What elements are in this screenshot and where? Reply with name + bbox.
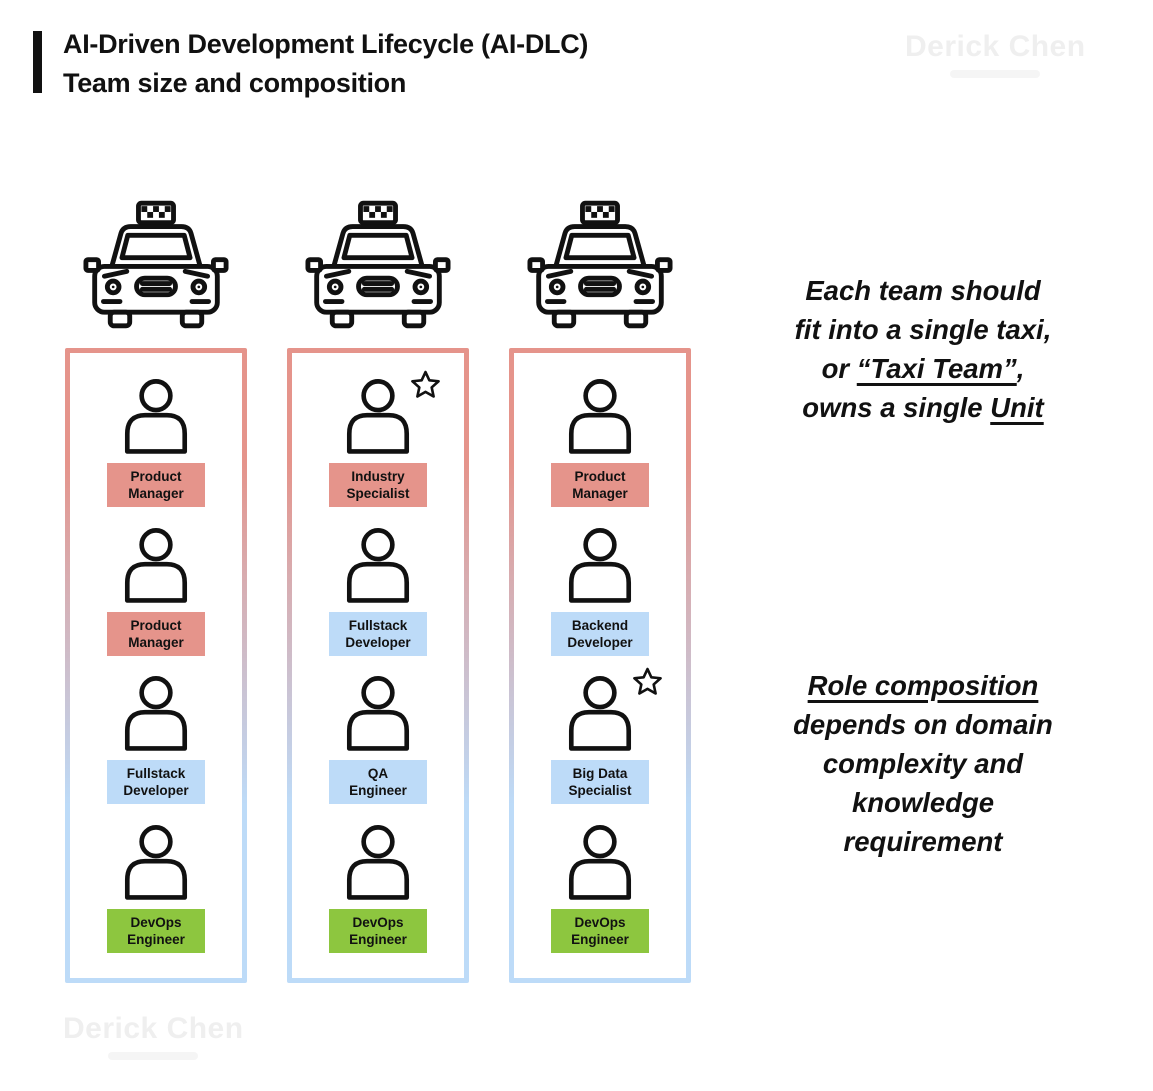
- team-column-2: Industry Specialist Fullstack Developer …: [287, 200, 469, 983]
- person-icon: [558, 824, 642, 900]
- taxi-icon: [527, 200, 673, 332]
- role-label: Industry Specialist: [329, 463, 427, 508]
- person-icon: [336, 527, 420, 603]
- role-devops-engineer: DevOps Engineer: [329, 824, 427, 953]
- annotation-line: Role composition: [807, 670, 1039, 701]
- team-roster: Industry Specialist Fullstack Developer …: [292, 353, 464, 978]
- role-label: DevOps Engineer: [551, 908, 649, 953]
- annotation-line: knowledge: [851, 787, 995, 818]
- role-label: Big Data Specialist: [551, 760, 649, 805]
- role-backend-developer: Backend Developer: [551, 527, 649, 656]
- annotation-line: or “Taxi Team”,: [821, 353, 1025, 384]
- person-icon: [336, 378, 420, 454]
- watermark-name: Derick Chen: [63, 1012, 244, 1045]
- star-icon: [631, 666, 664, 699]
- role-fullstack-developer: Fullstack Developer: [107, 675, 205, 805]
- person-icon: [558, 675, 642, 751]
- annotation-taxi-team: Each team should fit into a single taxi,…: [733, 271, 1113, 427]
- title-line-2: Team size and composition: [63, 68, 407, 98]
- team-column-3: Product Manager Backend Developer: [509, 200, 691, 983]
- role-qa-engineer: QA Engineer: [329, 675, 427, 805]
- watermark-bottom-left: Derick Chen: [63, 1012, 244, 1060]
- watermark-name: Derick Chen: [905, 30, 1086, 63]
- role-label: Backend Developer: [551, 611, 649, 656]
- annotation-line: complexity and: [822, 748, 1024, 779]
- watermark-subline: [108, 1052, 199, 1060]
- role-label: DevOps Engineer: [107, 908, 205, 953]
- taxi-icon: [83, 200, 229, 332]
- person-icon: [114, 824, 198, 900]
- person-icon: [336, 675, 420, 751]
- team-roster: Product Manager Backend Developer: [514, 353, 686, 978]
- role-fullstack-developer: Fullstack Developer: [329, 527, 427, 656]
- watermark-top-right: Derick Chen: [905, 30, 1086, 78]
- role-product-manager: Product Manager: [107, 527, 205, 656]
- role-devops-engineer: DevOps Engineer: [551, 824, 649, 953]
- team-frame: Industry Specialist Fullstack Developer …: [287, 348, 469, 983]
- person-icon: [558, 378, 642, 454]
- annotation-line: fit into a single taxi,: [794, 314, 1052, 345]
- role-label: Product Manager: [107, 611, 205, 656]
- team-frame: Product Manager Product Manager Fullstac…: [65, 348, 247, 983]
- role-label: QA Engineer: [329, 760, 427, 805]
- team-column-1: Product Manager Product Manager Fullstac…: [65, 200, 247, 983]
- role-product-manager: Product Manager: [551, 378, 649, 508]
- role-devops-engineer: DevOps Engineer: [107, 824, 205, 953]
- watermark-subline: [950, 70, 1041, 78]
- annotation-line: requirement: [843, 826, 1003, 857]
- role-label: Product Manager: [107, 463, 205, 508]
- person-icon: [114, 527, 198, 603]
- role-label: Product Manager: [551, 463, 649, 508]
- role-product-manager: Product Manager: [107, 378, 205, 508]
- page-title: AI-Driven Development Lifecycle (AI-DLC)…: [63, 25, 588, 103]
- person-icon: [114, 675, 198, 751]
- annotation-line: Each team should: [805, 275, 1041, 306]
- annotation-role-composition: Role composition depends on domain compl…: [733, 666, 1113, 861]
- person-icon: [558, 527, 642, 603]
- person-icon: [114, 378, 198, 454]
- role-label: Fullstack Developer: [107, 760, 205, 805]
- title-accent-bar: [33, 31, 42, 93]
- team-roster: Product Manager Product Manager Fullstac…: [70, 353, 242, 978]
- team-frame: Product Manager Backend Developer: [509, 348, 691, 983]
- role-big-data-specialist: Big Data Specialist: [551, 675, 649, 805]
- person-icon: [336, 824, 420, 900]
- role-label: Fullstack Developer: [329, 611, 427, 656]
- role-industry-specialist: Industry Specialist: [329, 378, 427, 508]
- title-line-1: AI-Driven Development Lifecycle (AI-DLC): [63, 29, 589, 59]
- annotation-line: depends on domain: [793, 709, 1053, 740]
- annotation-line: owns a single Unit: [802, 392, 1044, 423]
- role-label: DevOps Engineer: [329, 908, 427, 953]
- star-icon: [409, 369, 442, 402]
- taxi-icon: [305, 200, 451, 332]
